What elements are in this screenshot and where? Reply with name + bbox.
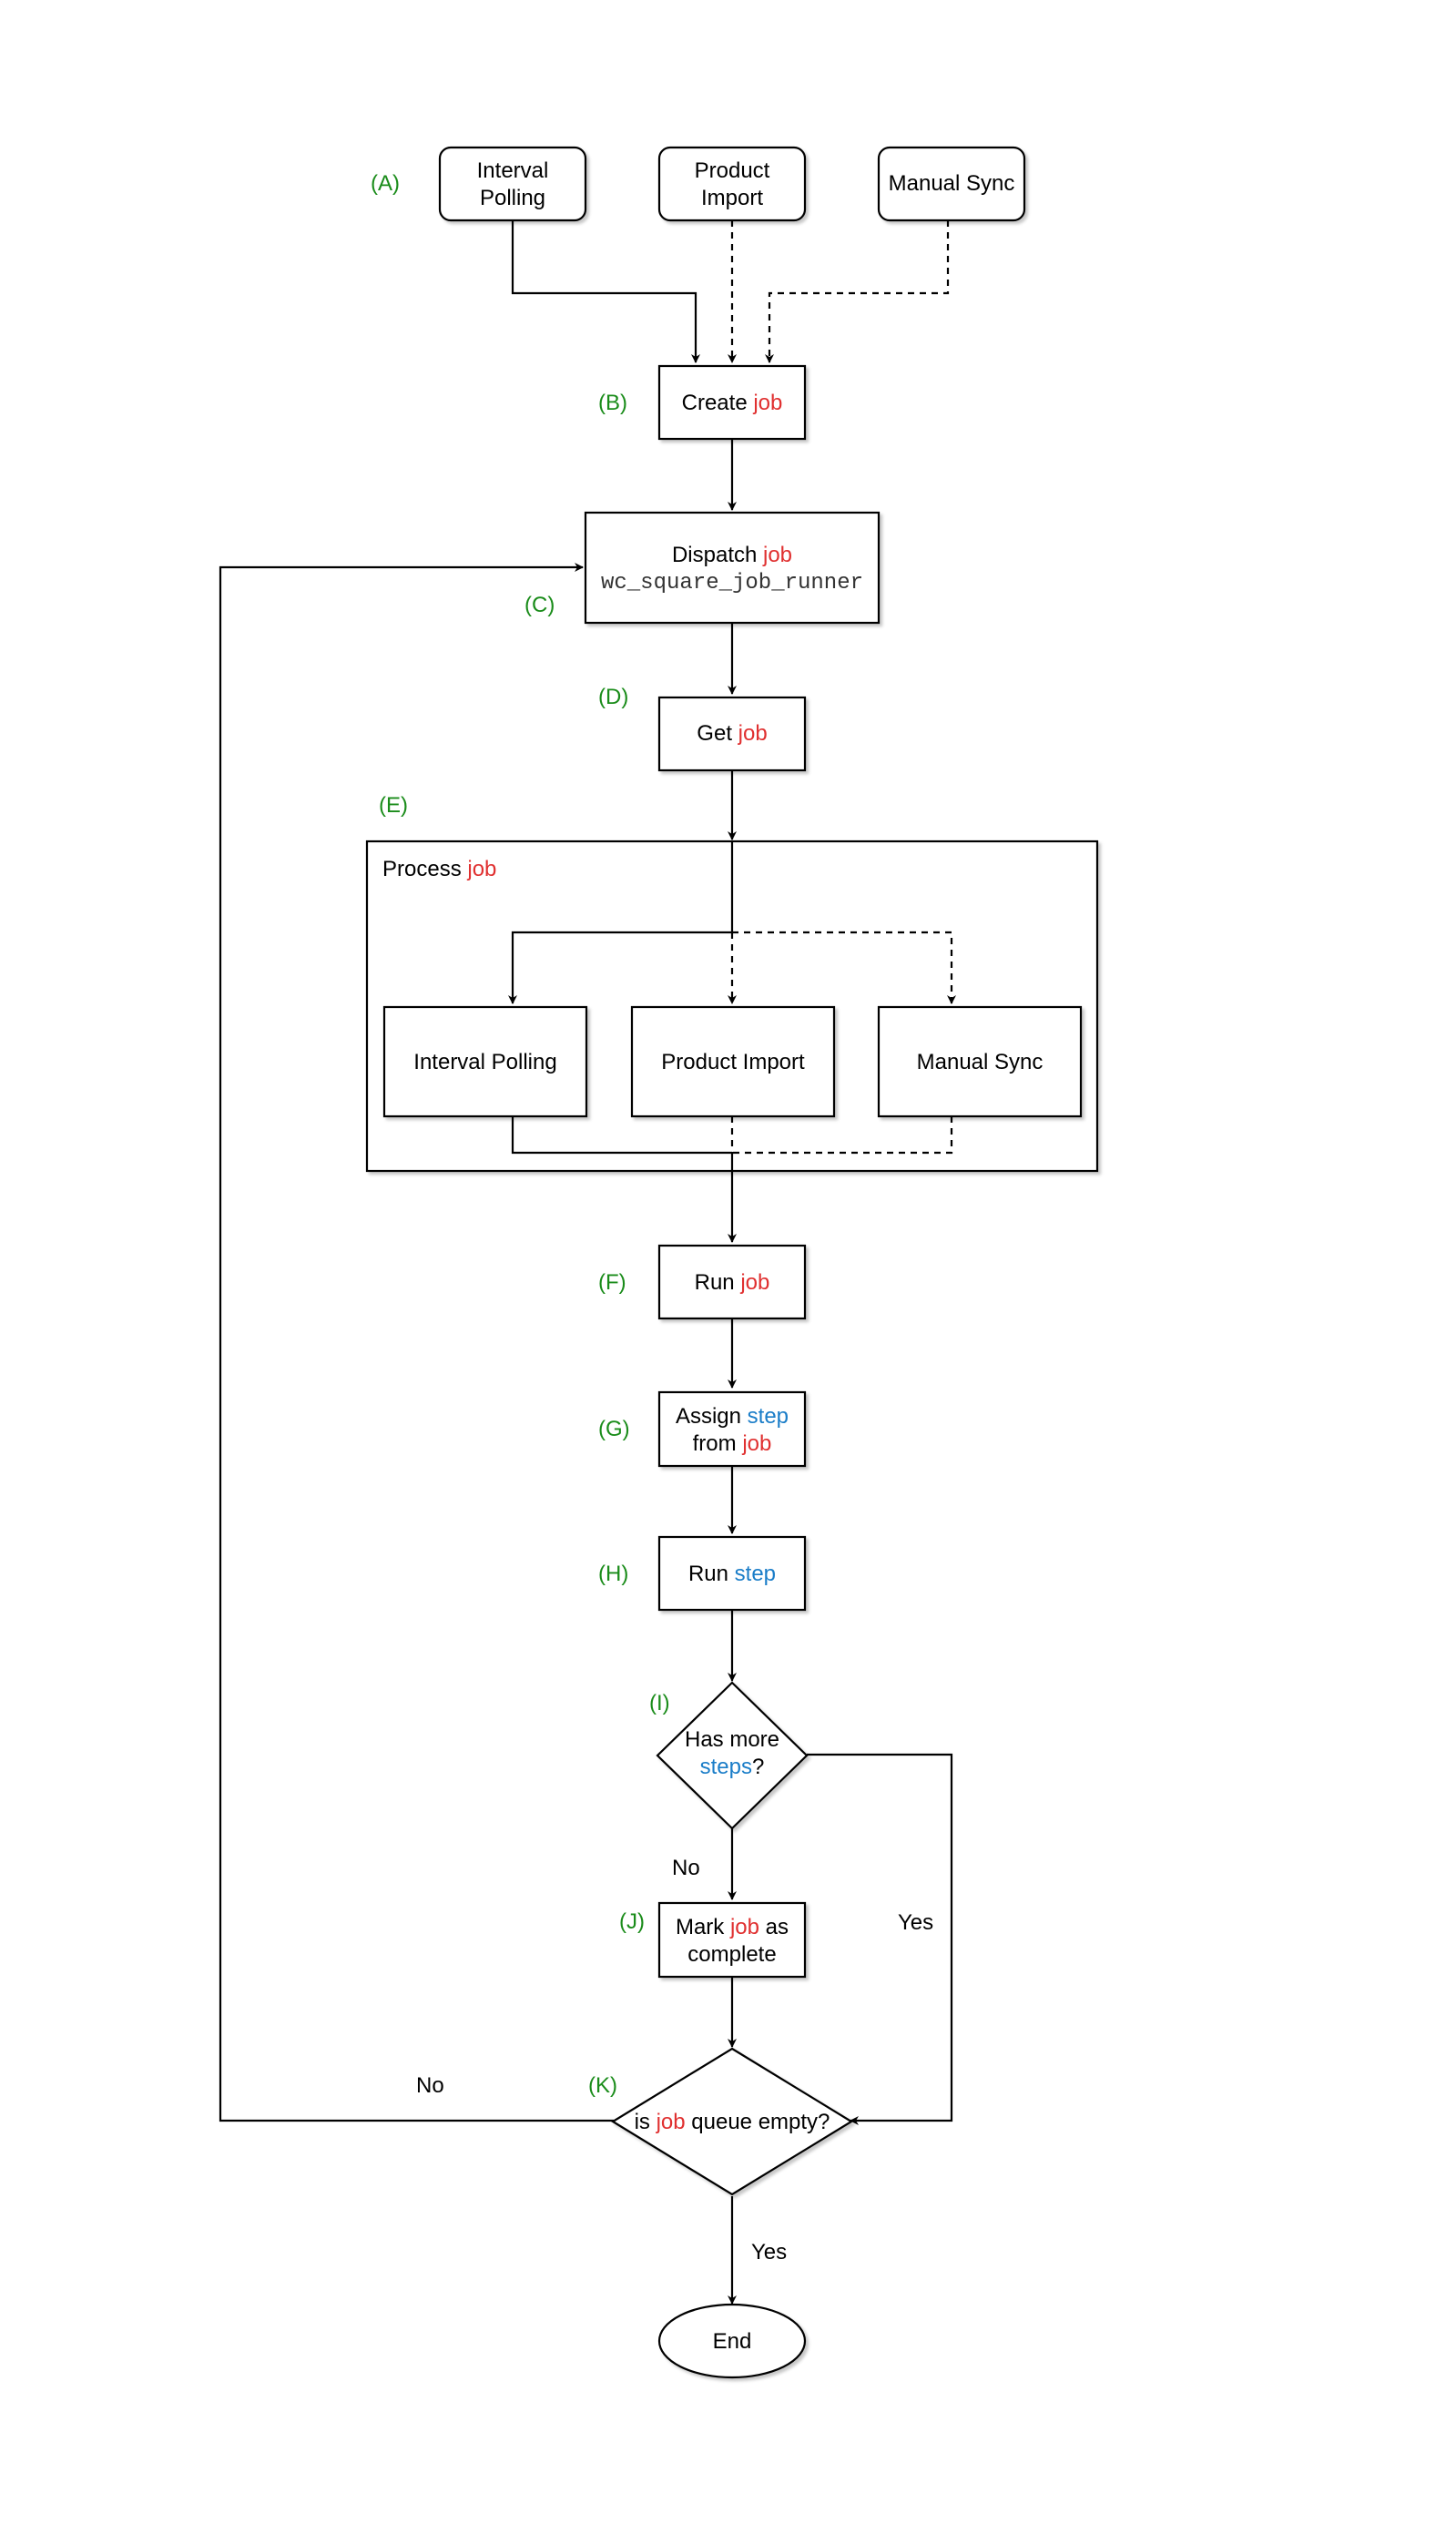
- job-term: job: [738, 721, 768, 746]
- edge-label-queue-yes: Yes: [751, 2240, 787, 2264]
- trigger-manual-sync-text: Manual Sync: [889, 171, 1015, 196]
- job-term: job: [466, 857, 496, 881]
- edge-label-queue-no: No: [416, 2073, 444, 2098]
- has-more-steps-line2: steps?: [700, 1755, 765, 1779]
- trigger-manual-sync: Manual Sync: [877, 146, 1026, 222]
- edge-manual-sync-to-create-job: [765, 220, 950, 363]
- end-text: End: [713, 2329, 752, 2354]
- process-interval-polling-node: Interval Polling: [382, 1005, 588, 1118]
- step-label-c: (C): [524, 593, 555, 617]
- edge-has-more-yes: [807, 1753, 953, 2125]
- trigger-interval-polling: Interval Polling: [438, 146, 587, 222]
- mark-job-complete-node: Mark job as complete: [657, 1901, 807, 1979]
- process-product-import-node: Product Import: [630, 1005, 836, 1118]
- step-term: step: [748, 1404, 789, 1429]
- edge-label-has-more-yes: Yes: [898, 1910, 933, 1935]
- run-job-node: Run job: [657, 1244, 807, 1320]
- process-job-title: Process job: [382, 857, 496, 881]
- steps-term: steps: [700, 1755, 752, 1779]
- assign-step-line2: from job: [693, 1431, 772, 1456]
- step-label-b: (B): [598, 391, 627, 415]
- create-job-text: Create job: [682, 391, 783, 415]
- dispatch-job-runner-name: wc_square_job_runner: [601, 571, 863, 595]
- step-label-i: (I): [649, 1691, 670, 1715]
- assign-step-node: Assign step from job: [657, 1390, 807, 1468]
- assign-step-line1: Assign step: [676, 1404, 789, 1429]
- job-term: job: [729, 1915, 759, 1939]
- job-term: job: [739, 1270, 769, 1295]
- process-manual-sync-text: Manual Sync: [917, 1050, 1044, 1074]
- trigger-product-import-line2: Import: [701, 186, 763, 210]
- job-term: job: [656, 2110, 686, 2134]
- process-product-import-text: Product Import: [661, 1050, 805, 1074]
- step-label-h: (H): [598, 1562, 628, 1586]
- edge-process-branch-manual: [732, 931, 956, 1004]
- mark-job-complete-line1: Mark job as: [676, 1915, 789, 1939]
- step-label-g: (G): [598, 1417, 630, 1441]
- get-job-text: Get job: [697, 721, 767, 746]
- has-more-steps-decision: Has more steps?: [656, 1681, 809, 1830]
- run-step-node: Run step: [657, 1535, 807, 1612]
- trigger-interval-polling-line1: Interval: [477, 158, 549, 183]
- edge-interval-merge: [511, 1116, 732, 1155]
- edge-label-has-more-no: No: [672, 1856, 700, 1880]
- dispatch-job-text: Dispatch job: [672, 543, 792, 567]
- get-job-node: Get job: [657, 696, 807, 772]
- step-label-a: (A): [371, 171, 400, 196]
- edge-interval-polling-to-create-job: [511, 220, 700, 363]
- step-label-f: (F): [598, 1270, 626, 1295]
- job-term: job: [741, 1431, 771, 1456]
- step-label-d: (D): [598, 685, 628, 709]
- trigger-product-import: Product Import: [657, 146, 807, 222]
- create-job-node: Create job: [657, 364, 807, 441]
- dispatch-job-node: Dispatch job wc_square_job_runner: [584, 511, 881, 625]
- trigger-interval-polling-line2: Polling: [480, 186, 545, 210]
- queue-empty-decision: is job queue empty?: [610, 2047, 854, 2196]
- run-step-text: Run step: [688, 1562, 776, 1586]
- step-label-k: (K): [588, 2073, 617, 2098]
- end-terminator: End: [657, 2303, 807, 2379]
- trigger-product-import-line1: Product: [695, 158, 770, 183]
- edge-queue-no-loop: [219, 563, 614, 2122]
- edge-process-branch-interval: [508, 841, 734, 1004]
- mark-job-complete-line2: complete: [687, 1942, 776, 1967]
- step-label-e: (E): [379, 793, 408, 818]
- job-term: job: [762, 543, 792, 567]
- run-job-text: Run job: [695, 1270, 770, 1295]
- step-term: step: [735, 1562, 776, 1586]
- step-label-j: (J): [619, 1909, 645, 1934]
- process-manual-sync-node: Manual Sync: [877, 1005, 1083, 1118]
- has-more-steps-line1: Has more: [685, 1727, 779, 1752]
- queue-empty-text: is job queue empty?: [635, 2110, 830, 2134]
- edge-manual-merge: [732, 1116, 953, 1155]
- process-interval-polling-text: Interval Polling: [413, 1050, 556, 1074]
- job-term: job: [752, 391, 782, 415]
